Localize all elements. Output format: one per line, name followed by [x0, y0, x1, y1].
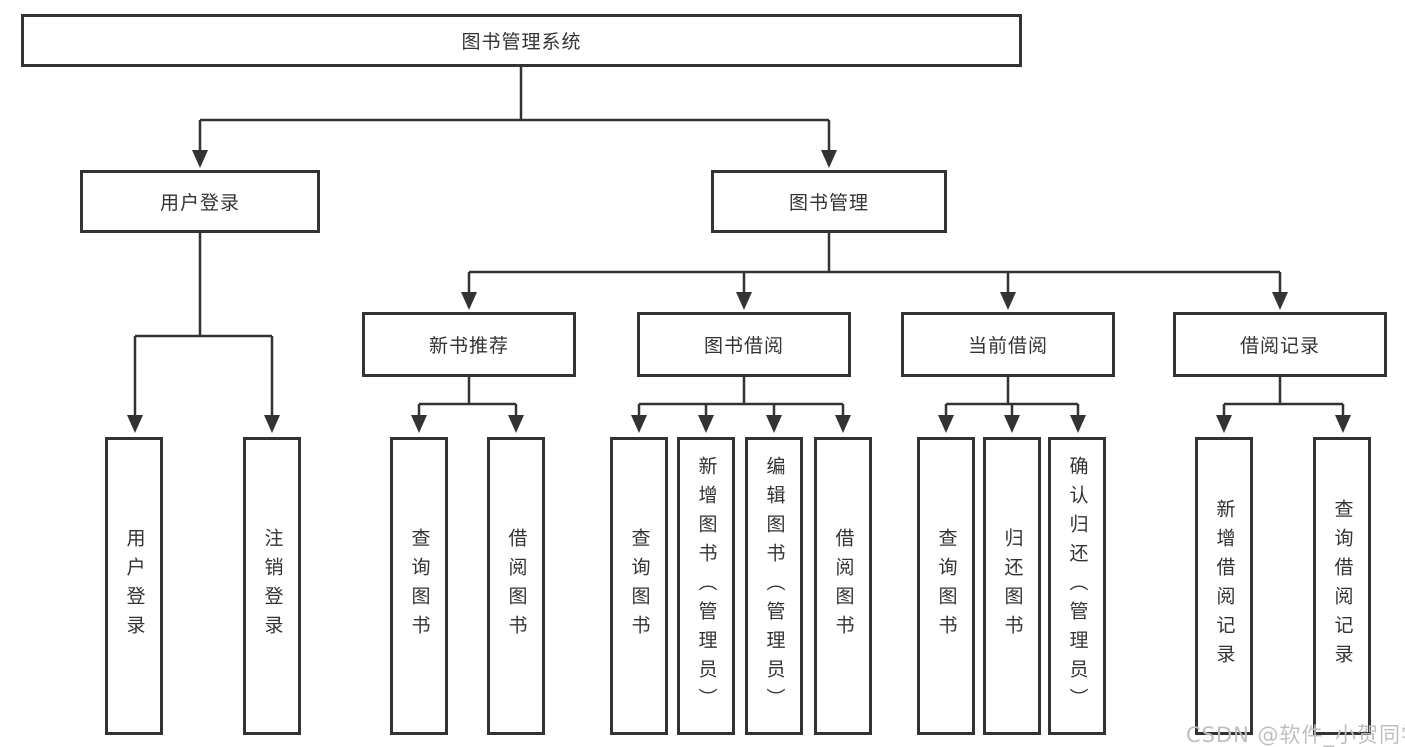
arrowheads: [127, 150, 1351, 433]
leaf-current-return-books-label: 归还图书: [1001, 528, 1024, 644]
leaf-newrec-borrow-books: 借阅图书: [487, 437, 545, 735]
leaf-borrow-edit-books-admin-label: 编辑图书（管理员）: [763, 455, 786, 717]
leaf-borrow-add-books-admin-label: 新增图书（管理员）: [695, 455, 718, 717]
leaf-records-query-borrow-record: 查询借阅记录: [1313, 437, 1371, 735]
leaf-current-confirm-return-admin-label: 确认归还（管理员）: [1066, 455, 1089, 717]
node-borrow-records: 借阅记录: [1173, 312, 1387, 377]
node-new-book-recommend: 新书推荐: [362, 312, 576, 377]
leaf-current-query-books-label: 查询图书: [935, 528, 958, 644]
connector-borrow-records-to-leaves: [1222, 377, 1345, 416]
node-current-borrow: 当前借阅: [901, 312, 1115, 377]
node-book-borrow: 图书借阅: [637, 312, 851, 377]
leaf-newrec-query-books-label: 查询图书: [408, 528, 431, 644]
leaf-user-login-label: 用户登录: [123, 528, 146, 644]
connector-current-borrow-to-leaves: [944, 377, 1080, 416]
node-root-library-management-system: 图书管理系统: [21, 14, 1022, 67]
leaf-borrow-add-books-admin: 新增图书（管理员）: [677, 437, 735, 735]
leaf-records-add-borrow-record-label: 新增借阅记录: [1213, 499, 1236, 673]
leaf-newrec-query-books: 查询图书: [390, 437, 448, 735]
connector-new-book-rec-to-leaves: [417, 377, 518, 416]
leaf-borrow-borrow-books: 借阅图书: [814, 437, 872, 735]
leaf-borrow-query-books-label: 查询图书: [628, 528, 651, 644]
connector-book-borrow-to-leaves: [637, 377, 845, 416]
leaf-user-login: 用户登录: [105, 437, 163, 735]
leaf-borrow-borrow-books-label: 借阅图书: [832, 528, 855, 644]
node-user-login: 用户登录: [80, 170, 320, 233]
leaf-newrec-borrow-books-label: 借阅图书: [505, 528, 528, 644]
leaf-logout: 注销登录: [243, 437, 301, 735]
leaf-borrow-edit-books-admin: 编辑图书（管理员）: [745, 437, 803, 735]
leaf-current-query-books: 查询图书: [917, 437, 975, 735]
connector-book-mgmt-to-level3: [467, 233, 1282, 294]
leaf-current-confirm-return-admin: 确认归还（管理员）: [1048, 437, 1106, 735]
connector-user-login-to-leaves: [133, 233, 274, 416]
leaf-logout-label: 注销登录: [261, 528, 284, 644]
leaf-borrow-query-books: 查询图书: [610, 437, 668, 735]
node-book-management: 图书管理: [711, 170, 947, 233]
leaf-records-query-borrow-record-label: 查询借阅记录: [1331, 499, 1354, 673]
connector-root-to-level2: [198, 67, 831, 152]
leaf-current-return-books: 归还图书: [983, 437, 1041, 735]
csdn-watermark: CSDN @软件_小贺同学: [1186, 723, 1405, 747]
leaf-records-add-borrow-record: 新增借阅记录: [1195, 437, 1253, 735]
